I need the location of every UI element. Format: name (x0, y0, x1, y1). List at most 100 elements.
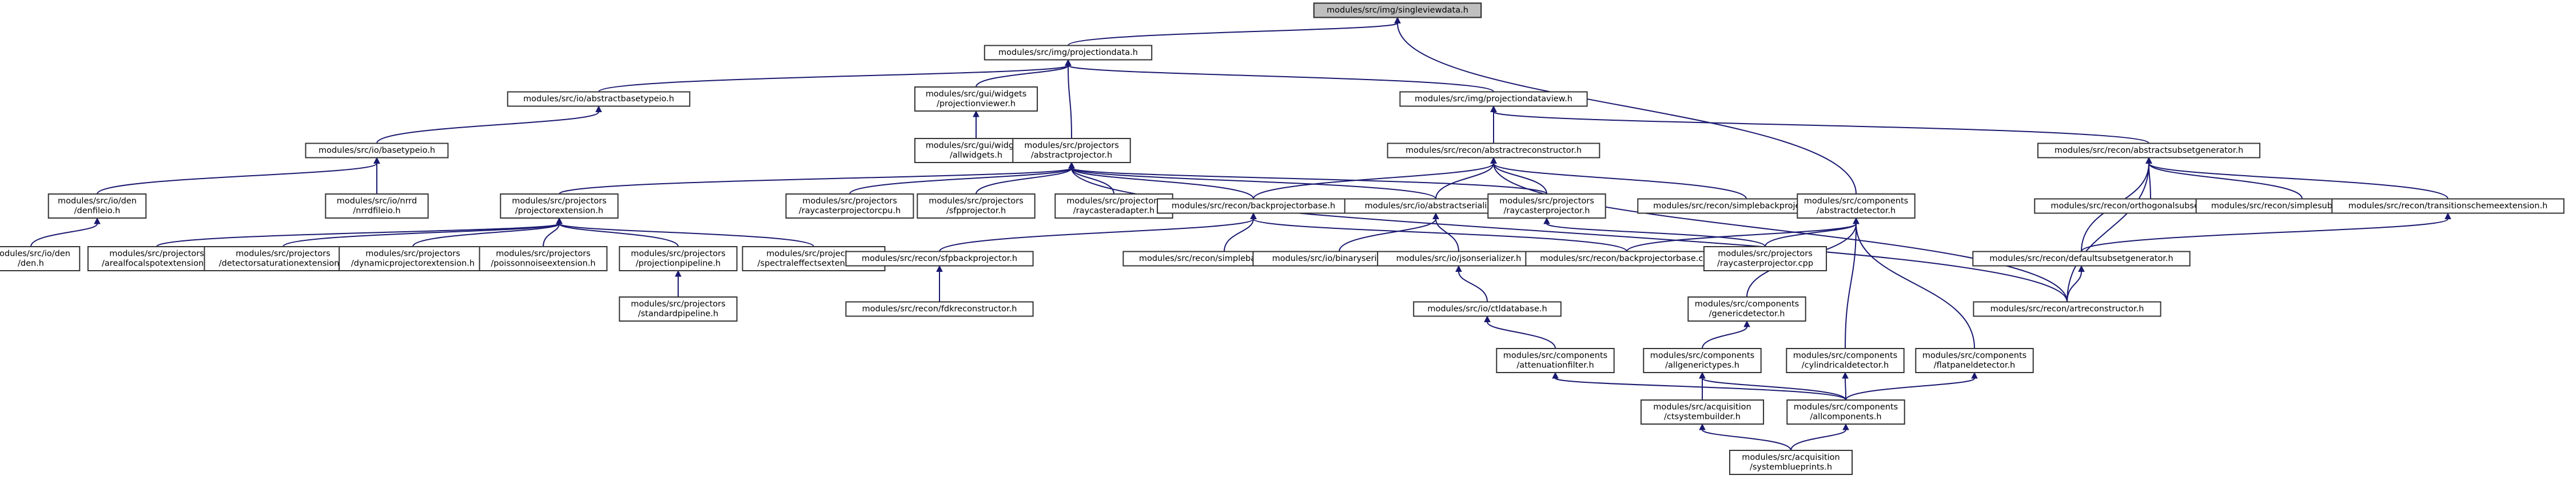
node-fbp[interactable]: modules/src/recon/sfpbackprojector.h (845, 251, 1034, 267)
node-projext[interactable]: modules/src/projectors/projectorextensio… (500, 193, 619, 219)
edge-rcprojh-to-abrecon (1490, 157, 1547, 195)
node-label: modules/src/img/projectiondata.h (998, 48, 1138, 57)
node-label: modules/src/projectors (766, 250, 861, 259)
node-projdataview[interactable]: modules/src/img/projectiondataview.h (1399, 91, 1588, 107)
node-poisson[interactable]: modules/src/projectors/poissonnoiseexten… (479, 246, 608, 271)
edge-nrrdfileio-to-basetypeio (373, 157, 380, 195)
node-label: /spectraleffectsextension.h (758, 259, 870, 268)
node-ctldb[interactable]: modules/src/io/ctldatabase.h (1413, 301, 1562, 317)
node-label: modules/src/io/abstractbasetypeio.h (523, 94, 674, 104)
edge-denfileio-to-basetypeio (97, 157, 380, 195)
node-abtypeio[interactable]: modules/src/io/abstractbasetypeio.h (507, 91, 691, 107)
node-bpbasecpp[interactable]: modules/src/recon/backprojectorbase.cpp (1525, 251, 1729, 267)
node-allcomp[interactable]: modules/src/components/allcomponents.h (1786, 399, 1905, 425)
edge-sysbp-to-ctsys (1699, 423, 1791, 451)
node-label: modules/src/recon/backprojectorbase.cpp (1540, 254, 1714, 263)
node-detsat[interactable]: modules/src/projectors/detectorsaturatio… (204, 246, 363, 271)
node-projdata[interactable]: modules/src/img/projectiondata.h (984, 45, 1153, 61)
node-label: modules/src/acquisition (1742, 453, 1840, 462)
node-label: /abstractdetector.h (1817, 207, 1896, 216)
node-binserial[interactable]: modules/src/io/binaryserializer.h (1252, 251, 1426, 267)
node-abprojector[interactable]: modules/src/projectors/abstractprojector… (1012, 138, 1131, 163)
edge-stdpipe-to-projpipe (675, 270, 682, 297)
node-box (914, 86, 1038, 112)
edge-den-to-denfileio (30, 217, 101, 247)
node-label: /allgenerictypes.h (1665, 361, 1739, 370)
node-bpbase[interactable]: modules/src/recon/backprojectorbase.h (1157, 198, 1350, 214)
node-dynproj[interactable]: modules/src/projectors/dynamicprojectore… (339, 246, 487, 271)
node-box (1387, 142, 1600, 159)
edge-sysbp-to-allcomp (1790, 423, 1849, 451)
edge-cyldet-to-abdetector (1845, 217, 1860, 349)
node-sysbp[interactable]: modules/src/acquisition/systemblueprints… (1729, 450, 1853, 475)
node-rcprojh[interactable]: modules/src/projectors/raycasterprojecto… (1487, 193, 1606, 219)
node-nrrdfileio[interactable]: modules/src/io/nrrd/nrrdfileio.h (325, 193, 429, 219)
node-box (1487, 193, 1606, 219)
node-root[interactable]: modules/src/img/singleviewdata.h (1313, 2, 1482, 18)
node-label: modules/src/components (1922, 351, 2026, 361)
node-jsonserial[interactable]: modules/src/io/jsonserializer.h (1377, 251, 1540, 267)
node-absubset[interactable]: modules/src/recon/abstractsubsetgenerato… (2037, 142, 2261, 159)
node-projpipe[interactable]: modules/src/projectors/projectionpipelin… (619, 246, 738, 271)
node-label: modules/src/projectors (1499, 197, 1594, 206)
node-abdetector[interactable]: modules/src/components/abstractdetector.… (1797, 193, 1916, 219)
node-den[interactable]: modules/src/io/den/den.h (0, 246, 81, 271)
node-defsub[interactable]: modules/src/recon/defaultsubsetgenerator… (1972, 251, 2191, 267)
node-rcprojcpp[interactable]: modules/src/projectors/raycasterprojecto… (1703, 246, 1828, 271)
node-box (845, 251, 1034, 267)
node-artrecon[interactable]: modules/src/recon/artreconstructor.h (1973, 301, 2161, 317)
node-ctsys[interactable]: modules/src/acquisition/ctsystembuilder.… (1640, 399, 1765, 425)
edge-flatdet-to-abdetector (1853, 217, 1975, 349)
node-label: modules/src/recon/abstractsubsetgenerato… (2055, 146, 2243, 155)
node-cyldet[interactable]: modules/src/components/cylindricaldetect… (1786, 348, 1905, 373)
node-label: /allcomponents.h (1810, 413, 1881, 422)
node-label: modules/src/projectors (1066, 197, 1161, 206)
node-transsub[interactable]: modules/src/recon/transitionschemeextens… (2331, 198, 2565, 214)
node-abrecon[interactable]: modules/src/recon/abstractreconstructor.… (1387, 142, 1600, 159)
node-projviewer[interactable]: modules/src/gui/widgets/projectionviewer… (914, 86, 1038, 112)
node-allgentypes[interactable]: modules/src/components/allgenerictypes.h (1643, 348, 1762, 373)
node-label: /arealfocalspotextension.h (102, 259, 212, 268)
node-arealfocal[interactable]: modules/src/projectors/arealfocalspotext… (87, 246, 226, 271)
node-rcadapter[interactable]: modules/src/projectors/raycasteradapter.… (1054, 193, 1173, 219)
node-label: /cylindricaldetector.h (1802, 361, 1889, 370)
node-label: modules/src/components (1695, 300, 1799, 309)
node-box (1915, 348, 2034, 373)
node-label: modules/src/img/projectiondataview.h (1415, 94, 1572, 104)
node-label: modules/src/gui/widgets (926, 141, 1027, 151)
node-label: /raycasteradapter.h (1073, 207, 1155, 216)
node-stdpipe[interactable]: modules/src/projectors/standardpipeline.… (619, 296, 738, 322)
node-label: modules/src/gui/widgets (926, 90, 1027, 99)
node-box (619, 296, 738, 322)
node-atten[interactable]: modules/src/components/attenuationfilter… (1496, 348, 1615, 373)
node-basetypeio[interactable]: modules/src/io/basetypeio.h (305, 142, 449, 159)
node-box (1973, 301, 2161, 317)
node-box (204, 246, 363, 271)
node-label: /projectionpipeline.h (636, 259, 721, 268)
node-label: /raycasterprojector.h (1504, 207, 1590, 216)
edge-projdata-to-root (1068, 17, 1401, 46)
edge-allwidgets-to-projviewer (973, 110, 980, 139)
node-sfproj[interactable]: modules/src/projectors/sfpprojector.h (917, 193, 1036, 219)
node-rcproj[interactable]: modules/src/projectors/raycasterprojecto… (785, 193, 914, 219)
node-label: modules/src/projectors (802, 197, 897, 206)
node-box (1786, 399, 1905, 425)
node-denfileio[interactable]: modules/src/io/den/denfileio.h (47, 193, 147, 219)
node-gendet[interactable]: modules/src/components/genericdetector.h (1687, 296, 1806, 322)
edge-allcomp-to-atten (1552, 371, 1846, 401)
node-label: modules/src/projectors (631, 250, 726, 259)
node-label: modules/src/recon/backprojectorbase.h (1172, 201, 1335, 211)
node-box (479, 246, 608, 271)
node-label: modules/src/projectors (1718, 250, 1813, 259)
node-label: modules/src/projectors (365, 250, 460, 259)
edge-allgentypes-to-gendet (1702, 320, 1750, 349)
edge-basetypeio-to-abtypeio (376, 105, 602, 144)
edge-atten-to-ctldb (1484, 315, 1556, 349)
edge-allcomp-to-flatdet (1845, 371, 1978, 401)
node-flatdet[interactable]: modules/src/components/flatpaneldetector… (1915, 348, 2034, 373)
node-box (1413, 301, 1562, 317)
node-label: modules/src/projectors (496, 250, 591, 259)
node-label: modules/src/projectors (1024, 141, 1119, 151)
node-label: /den.h (18, 259, 44, 268)
node-fdk[interactable]: modules/src/recon/fdkreconstructor.h (845, 301, 1034, 317)
